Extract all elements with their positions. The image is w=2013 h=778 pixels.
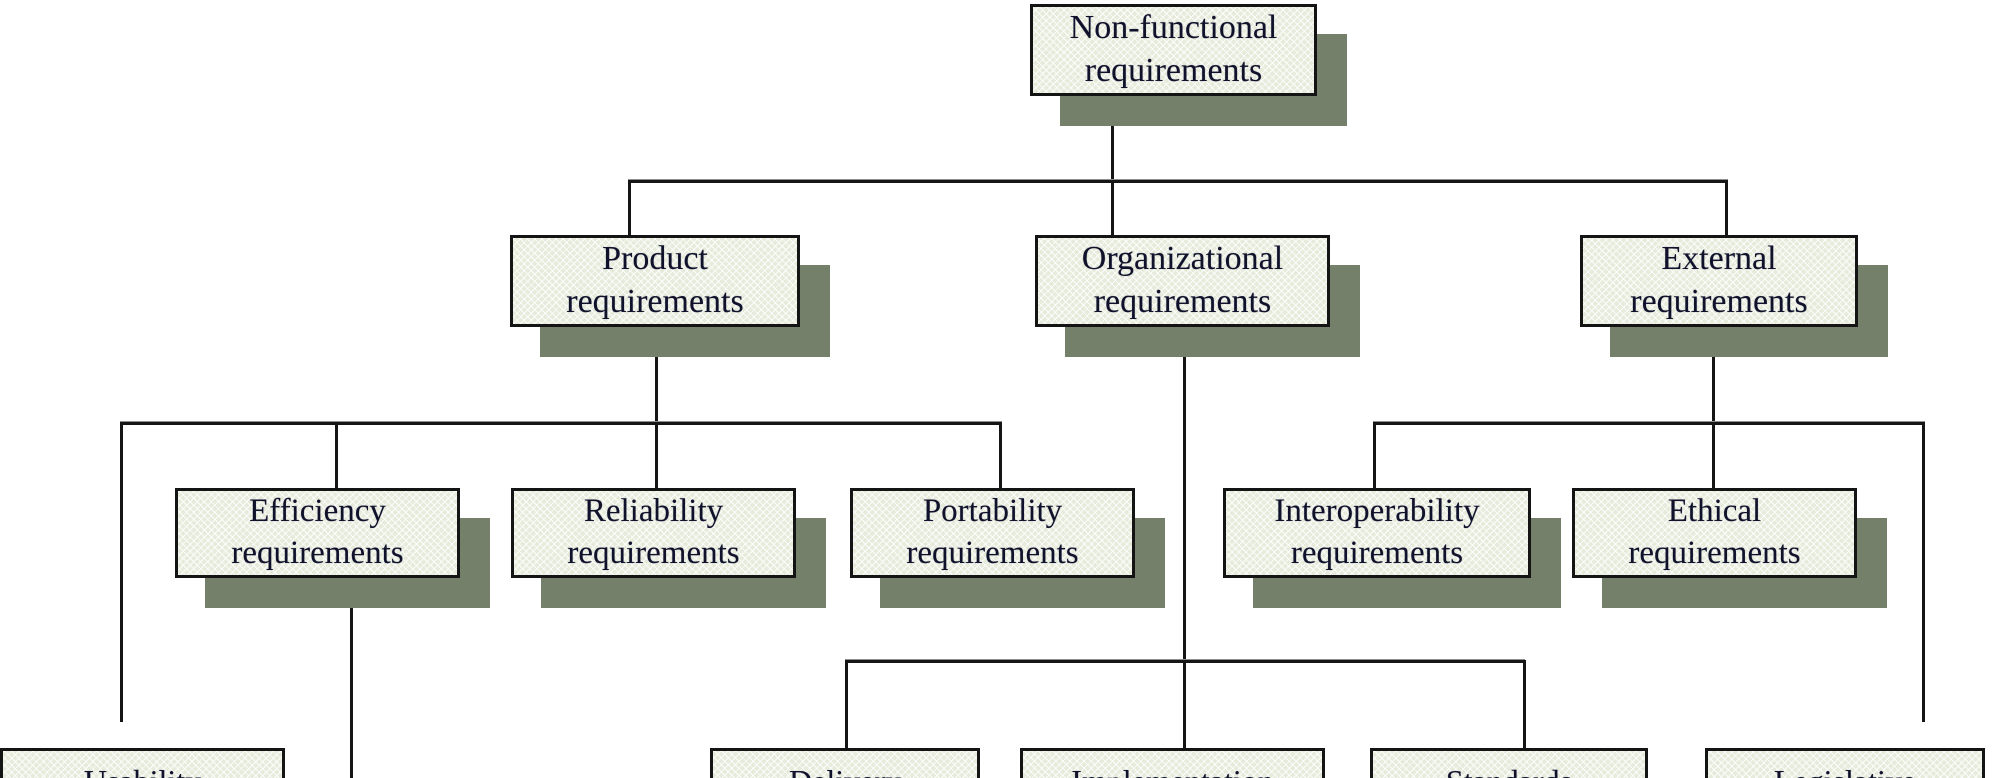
node-ethical[interactable]: Ethical requirements <box>1572 488 1857 578</box>
node-external-label: External requirements <box>1630 240 1808 320</box>
node-organizational[interactable]: Organizational requirements <box>1035 235 1330 327</box>
connector-drop-efficiency <box>335 422 338 490</box>
connector-external-bus <box>1373 422 1925 425</box>
connector-organizational-stem <box>1183 292 1186 662</box>
node-usability[interactable]: Usability <box>0 748 285 778</box>
connector-root-stem <box>1111 92 1114 182</box>
connector-external-stem <box>1712 292 1715 424</box>
node-external[interactable]: External requirements <box>1580 235 1858 327</box>
connector-drop-ethical <box>1712 422 1715 490</box>
connector-drop-product <box>628 180 631 236</box>
node-organizational-label: Organizational requirements <box>1081 240 1284 320</box>
node-product[interactable]: Product requirements <box>510 235 800 327</box>
node-implementation-label: Implementation <box>1065 761 1280 778</box>
connector-drop-external <box>1725 180 1728 236</box>
connector-drop-legislative-riser <box>1922 422 1925 722</box>
node-legislative[interactable]: Legislative <box>1705 748 1985 778</box>
node-portability[interactable]: Portability requirements <box>850 488 1135 578</box>
connector-drop-reliability <box>655 422 658 490</box>
node-delivery[interactable]: Delivery <box>710 748 980 778</box>
connector-drop-delivery <box>845 660 848 750</box>
node-legislative-label: Legislative <box>1768 761 1922 778</box>
node-product-label: Product requirements <box>566 240 744 320</box>
connector-drop-portability <box>999 422 1002 490</box>
connector-drop-standards <box>1523 660 1526 750</box>
connector-drop-organizational <box>1111 180 1114 236</box>
node-ethical-label: Ethical requirements <box>1628 493 1801 571</box>
node-usability-label: Usability <box>78 761 207 778</box>
connector-product-stem <box>655 292 658 424</box>
node-root[interactable]: Non-functional requirements <box>1030 4 1317 96</box>
node-implementation[interactable]: Implementation <box>1020 748 1325 778</box>
node-reliability[interactable]: Reliability requirements <box>511 488 796 578</box>
node-interoperability-label: Interoperability requirements <box>1274 493 1480 571</box>
connector-drop-interoperability <box>1373 422 1376 490</box>
connector-product-bus <box>120 422 1002 425</box>
node-portability-label: Portability requirements <box>906 493 1079 571</box>
node-standards-label: Standards <box>1440 761 1578 778</box>
node-efficiency[interactable]: Efficiency requirements <box>175 488 460 578</box>
connector-efficiency-stem <box>350 592 353 778</box>
connector-drop-implementation <box>1183 660 1186 750</box>
node-efficiency-label: Efficiency requirements <box>231 493 404 571</box>
node-interoperability[interactable]: Interoperability requirements <box>1223 488 1531 578</box>
node-delivery-label: Delivery <box>783 761 907 778</box>
connector-drop-usability-riser <box>120 422 123 722</box>
node-reliability-label: Reliability requirements <box>567 493 740 571</box>
node-root-label: Non-functional requirements <box>1069 9 1278 89</box>
connector-level2-bus <box>628 180 1728 183</box>
node-standards[interactable]: Standards <box>1370 748 1648 778</box>
